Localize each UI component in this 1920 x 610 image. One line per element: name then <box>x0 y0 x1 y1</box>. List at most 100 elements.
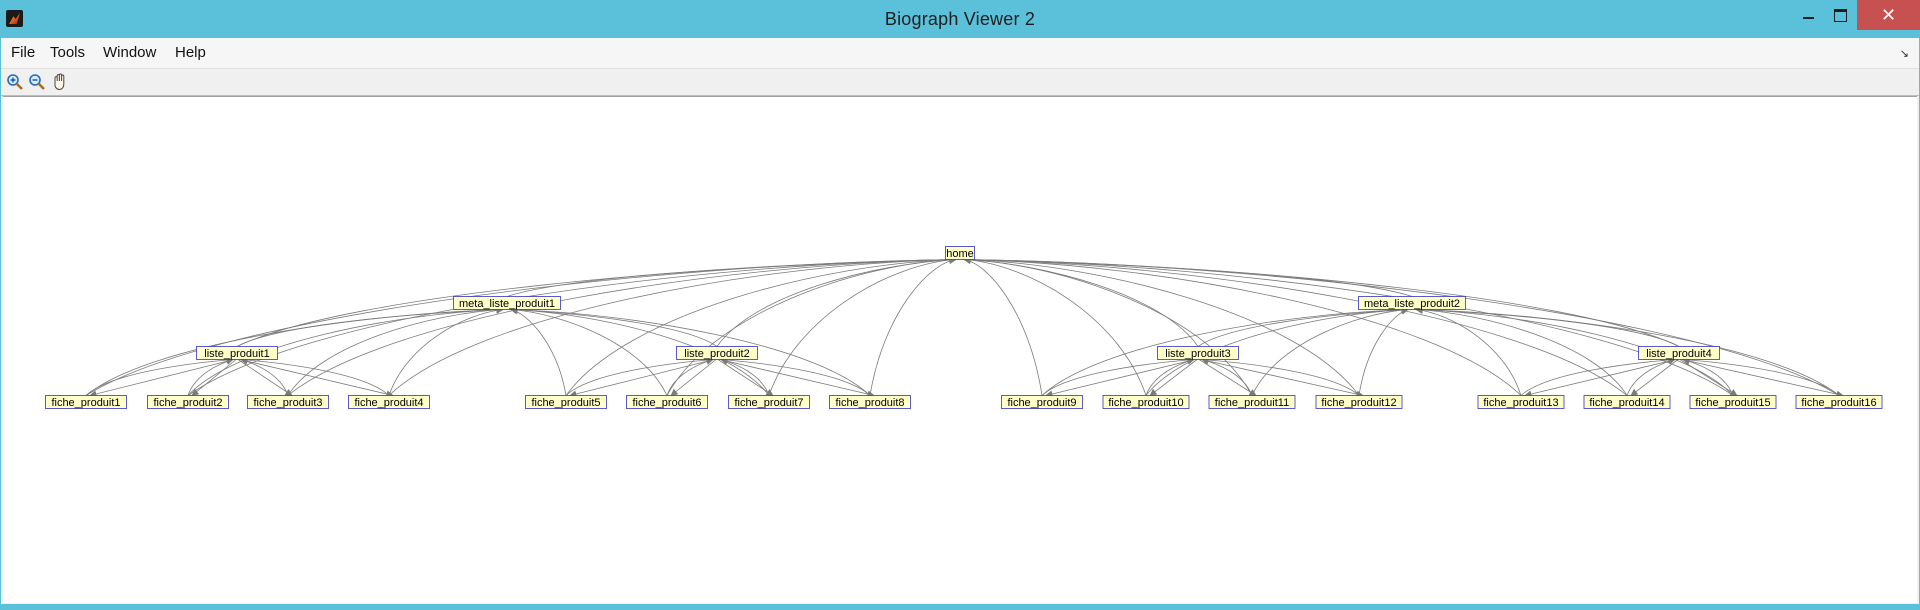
graph-edge <box>1626 357 1676 396</box>
graph-edge <box>240 356 390 396</box>
node-label: fiche_produit1 <box>51 397 120 409</box>
node-box <box>728 395 810 409</box>
graph-edge <box>869 256 957 396</box>
zoom-in-icon <box>7 74 23 90</box>
graph-node-f2[interactable]: fiche_produit2 <box>147 395 229 410</box>
graph-edge <box>237 359 293 396</box>
graph-node-f5[interactable]: fiche_produit5 <box>525 395 607 410</box>
node-label: liste_produit3 <box>1165 348 1230 360</box>
node-label: fiche_produit11 <box>1215 397 1289 409</box>
biograph-graph[interactable]: home meta_liste_produit1 meta_liste_produi… <box>3 97 1917 603</box>
graph-edge <box>1415 306 1840 396</box>
node-box <box>1001 395 1083 409</box>
graph-edge <box>388 256 957 396</box>
graph-edge <box>1198 359 1257 396</box>
graph-node-meta1[interactable]: meta_liste_produit1 <box>453 296 561 311</box>
toolbar <box>1 69 1919 96</box>
graph-node-f10[interactable]: fiche_produit10 <box>1102 395 1190 410</box>
graph-edge <box>1197 306 1409 347</box>
graph-node-f13[interactable]: fiche_produit13 <box>1477 395 1565 410</box>
graph-edge <box>1682 359 1844 398</box>
graph-node-f7[interactable]: fiche_produit7 <box>728 395 810 410</box>
node-label: meta_liste_produit2 <box>1364 298 1460 310</box>
graph-node-f11[interactable]: fiche_produit11 <box>1208 395 1296 410</box>
graph-edge <box>510 306 770 396</box>
graph-edge <box>963 256 1043 396</box>
graph-edge <box>666 256 957 396</box>
close-button[interactable]: ✕ <box>1857 0 1920 30</box>
node-box <box>1157 346 1239 360</box>
graph-node-f1[interactable]: fiche_produit1 <box>45 395 127 410</box>
dock-arrow-icon[interactable]: ↘ <box>1899 48 1909 60</box>
graph-node-liste2[interactable]: liste_produit2 <box>676 346 758 361</box>
graph-edge <box>1415 306 1628 396</box>
graph-edge <box>1145 357 1195 396</box>
graph-edge <box>388 306 504 396</box>
maximize-icon <box>1833 8 1847 22</box>
graph-edge <box>236 306 504 347</box>
maximize-button[interactable] <box>1817 0 1863 30</box>
graph-node-liste1[interactable]: liste_produit1 <box>196 346 278 361</box>
graph-edge <box>963 255 1840 396</box>
graph-node-f8[interactable]: fiche_produit8 <box>829 395 911 410</box>
node-label: fiche_produit9 <box>1007 397 1076 409</box>
graph-node-f4[interactable]: fiche_produit4 <box>348 395 430 410</box>
graph-node-f3[interactable]: fiche_produit3 <box>247 395 329 410</box>
graph-node-home[interactable]: home <box>945 246 975 261</box>
graph-node-f15[interactable]: fiche_produit15 <box>1689 395 1777 410</box>
menu-window[interactable]: Window <box>103 44 157 61</box>
graph-node-f14[interactable]: fiche_produit14 <box>1583 395 1671 410</box>
zoom-out-icon <box>29 74 45 90</box>
pan-hand-icon <box>54 73 65 91</box>
node-label: fiche_produit13 <box>1483 397 1558 409</box>
graph-edge <box>89 359 235 398</box>
graph-node-meta2[interactable]: meta_liste_produit2 <box>1358 296 1466 311</box>
node-box <box>1315 395 1403 409</box>
graph-edge <box>1045 359 1195 398</box>
graph-edge <box>1415 306 1522 396</box>
graph-edge <box>963 256 1628 396</box>
node-box <box>676 346 758 360</box>
node-box <box>196 346 278 360</box>
graph-edge <box>187 306 504 396</box>
graph-edge <box>565 256 957 396</box>
menu-file[interactable]: File <box>11 44 36 61</box>
graph-edge <box>1679 359 1738 396</box>
graph-edge <box>768 256 957 396</box>
graph-node-liste3[interactable]: liste_produit3 <box>1157 346 1239 361</box>
node-label: fiche_produit14 <box>1589 397 1664 409</box>
graph-edge <box>963 256 1522 396</box>
graph-edge <box>191 359 237 396</box>
edges-layer <box>85 255 1844 398</box>
node-box <box>1102 395 1190 409</box>
menu-help[interactable]: Help <box>175 44 206 61</box>
window-client: File Tools Window Help ↘ <box>1 38 1919 604</box>
graph-node-liste4[interactable]: liste_produit4 <box>1638 346 1720 361</box>
zoom-out-button[interactable] <box>27 72 47 92</box>
zoom-in-button[interactable] <box>5 72 25 92</box>
node-label: fiche_produit12 <box>1321 397 1396 409</box>
graph-edge <box>287 306 504 396</box>
node-label: fiche_produit10 <box>1108 397 1183 409</box>
node-label: fiche_produit3 <box>253 397 322 409</box>
node-label: liste_produit1 <box>204 348 269 360</box>
node-box <box>1795 395 1883 409</box>
graph-edge <box>720 356 871 396</box>
menu-tools[interactable]: Tools <box>50 44 86 61</box>
minimize-button[interactable] <box>1785 0 1831 30</box>
graph-edge <box>963 256 1147 396</box>
graph-canvas[interactable]: home meta_liste_produit1 meta_liste_produi… <box>3 96 1917 603</box>
graph-edge <box>1201 356 1360 396</box>
graph-edge <box>287 256 957 396</box>
graph-edge <box>1149 359 1198 396</box>
node-box <box>525 395 607 409</box>
graph-node-f12[interactable]: fiche_produit12 <box>1315 395 1403 410</box>
title-bar[interactable]: Biograph Viewer 2 ✕ <box>0 0 1920 38</box>
graph-node-f16[interactable]: fiche_produit16 <box>1795 395 1883 410</box>
graph-edge <box>717 359 774 396</box>
graph-node-f6[interactable]: fiche_produit6 <box>626 395 708 410</box>
pan-button[interactable] <box>50 72 70 92</box>
graph-node-f9[interactable]: fiche_produit9 <box>1001 395 1083 410</box>
graph-edge <box>565 356 714 396</box>
graph-edge <box>963 256 1253 396</box>
